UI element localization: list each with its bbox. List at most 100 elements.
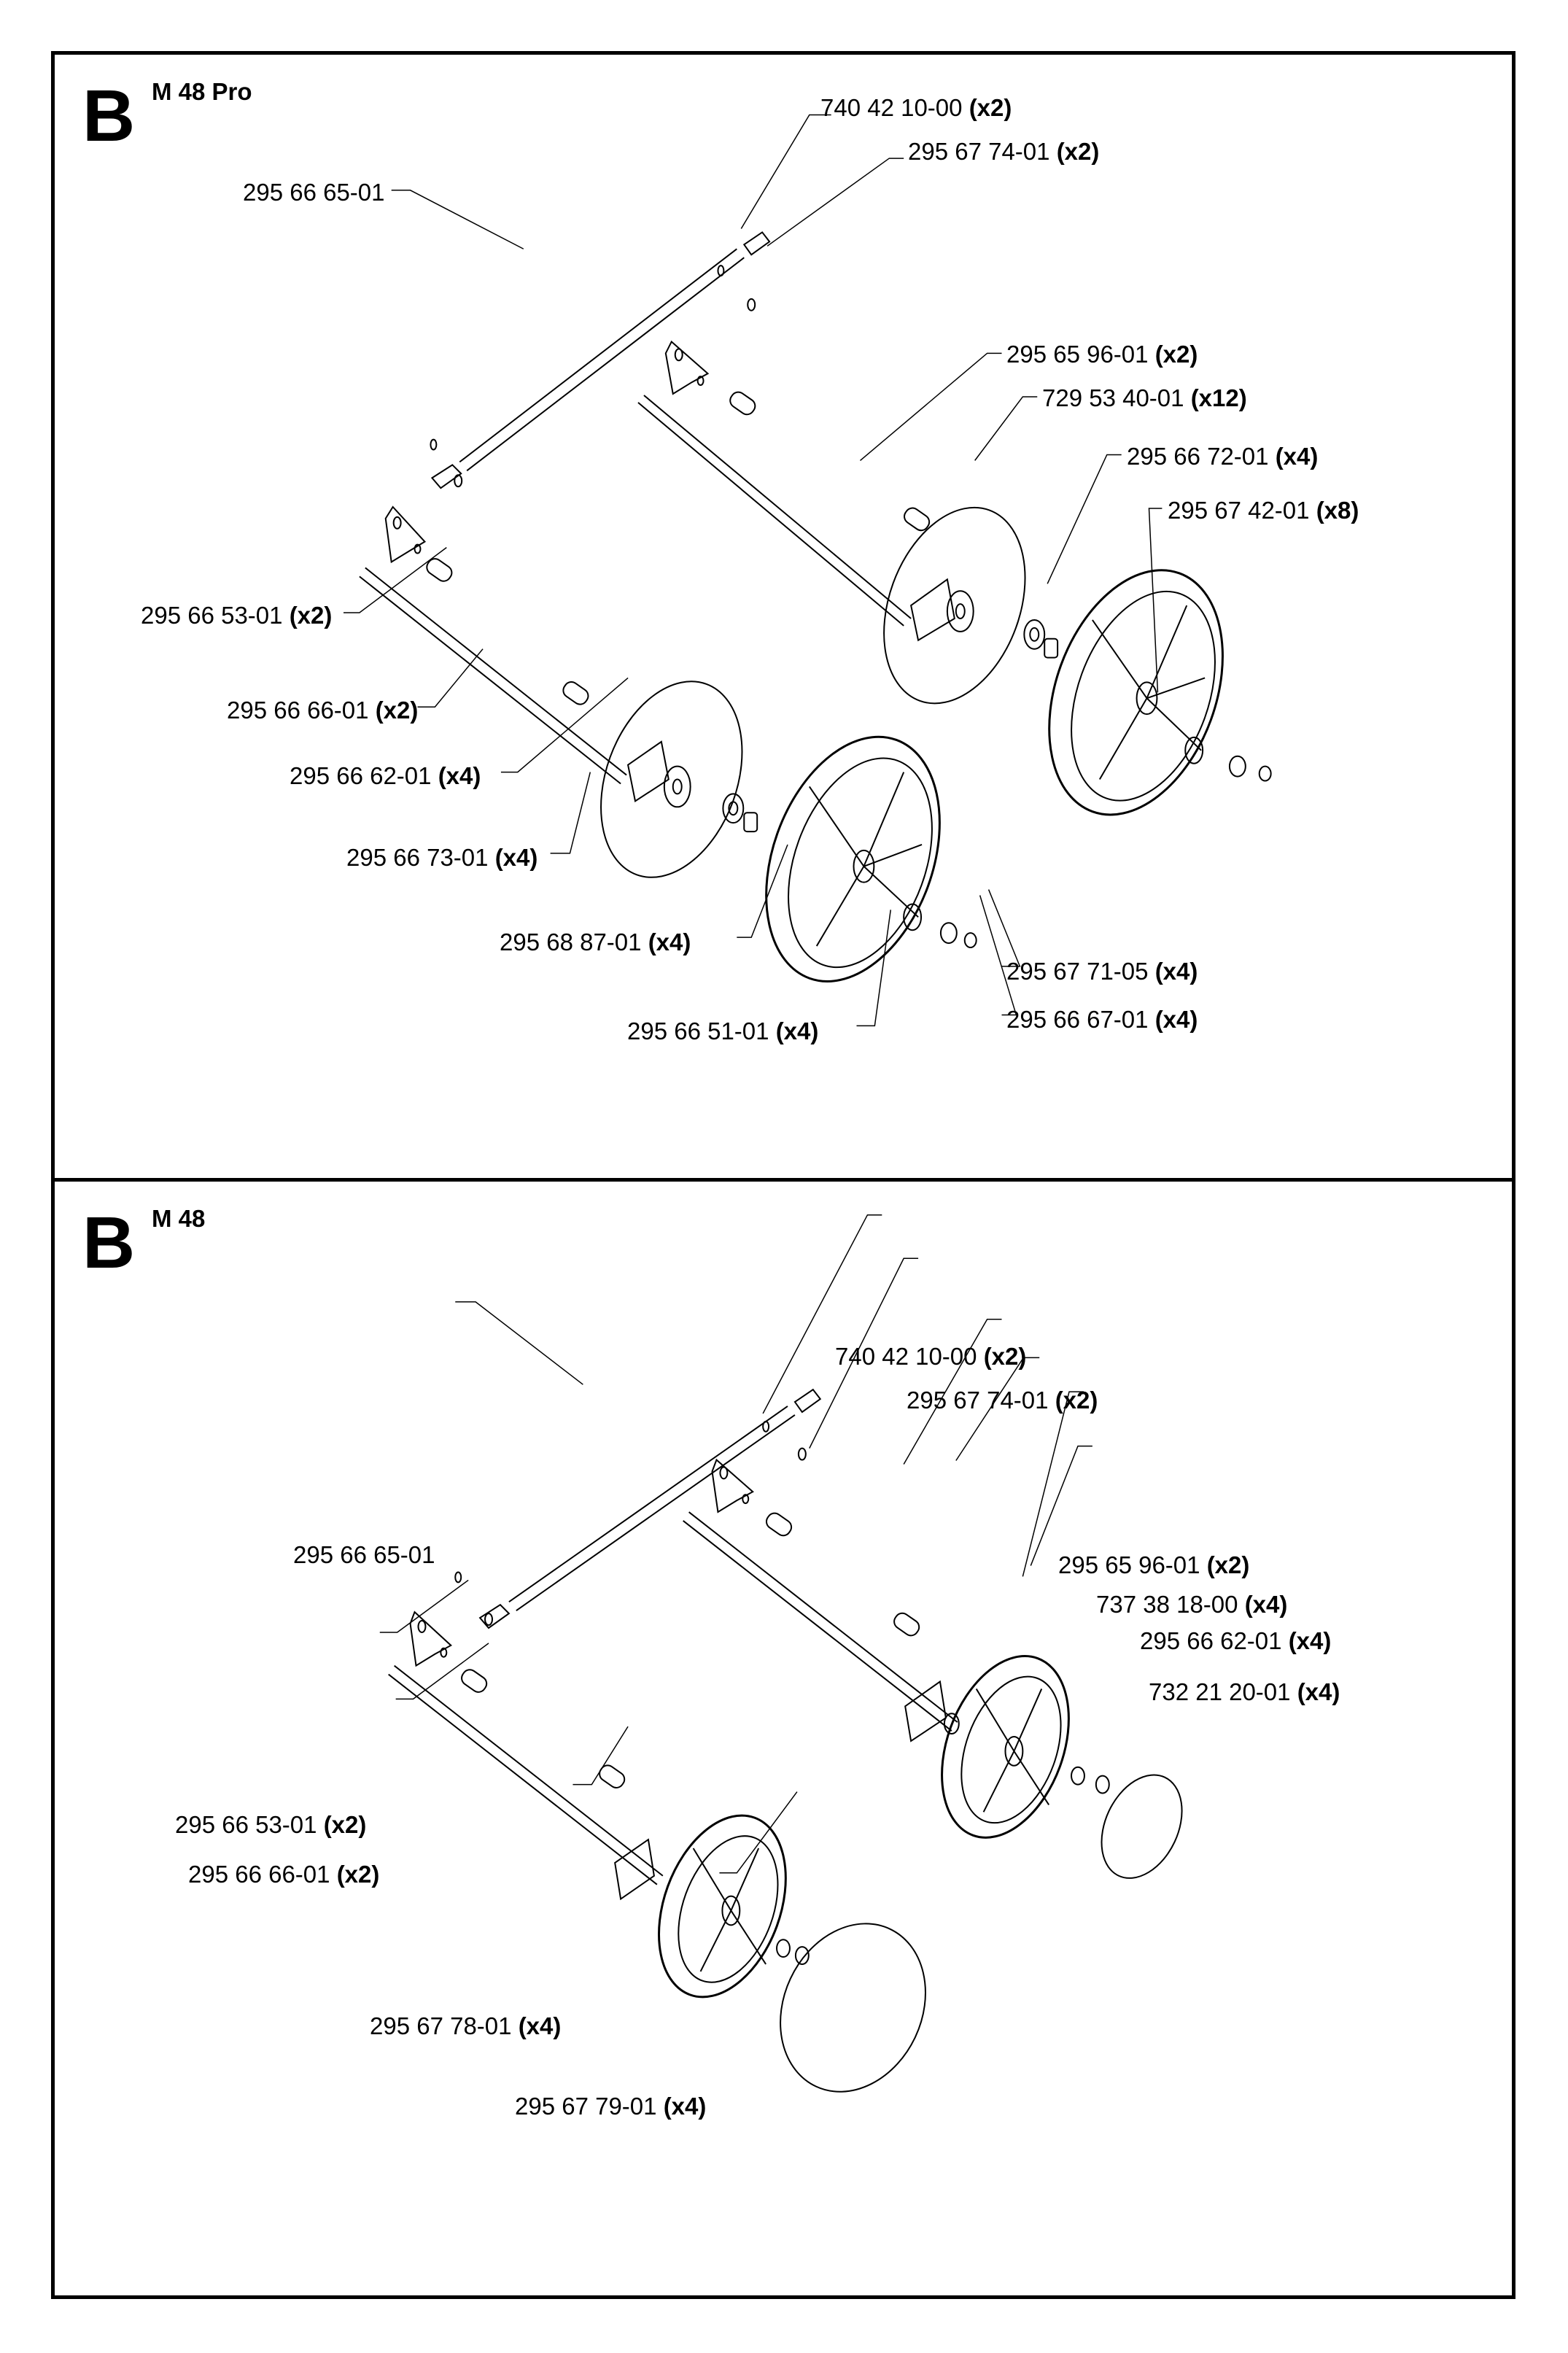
part-label[interactable]: 295 66 72-01 (x4) [1127, 444, 1318, 468]
part-number: 295 66 62-01 [290, 762, 432, 789]
part-quantity: (x2) [1056, 138, 1100, 165]
part-number: 295 67 78-01 [370, 2012, 512, 2039]
part-label[interactable]: 295 67 74-01 (x2) [907, 1388, 1098, 1412]
part-label[interactable]: 295 66 66-01 (x2) [188, 1862, 379, 1886]
part-quantity: (x12) [1190, 384, 1247, 411]
part-quantity: (x4) [1154, 1006, 1198, 1033]
model-title: M 48 Pro [152, 78, 252, 105]
handle-bar-part [455, 1389, 820, 1628]
part-quantity: (x4) [1244, 1591, 1288, 1618]
part-quantity: (x4) [438, 762, 481, 789]
part-quantity: (x4) [1288, 1627, 1332, 1654]
part-quantity: (x2) [983, 1343, 1027, 1370]
leader-lines [380, 1215, 1092, 1873]
part-quantity: (x4) [518, 2012, 562, 2039]
rear-wheel-part [918, 1638, 1092, 1855]
rear-axle-part [683, 1460, 958, 1741]
part-number: 295 66 53-01 [141, 602, 283, 629]
part-quantity: (x2) [289, 602, 333, 629]
front-hubcap-part [753, 1900, 952, 2116]
part-number: 295 67 74-01 [908, 138, 1050, 165]
part-number: 295 66 65-01 [243, 179, 385, 206]
part-number: 295 66 62-01 [1140, 1627, 1282, 1654]
section-letter: B [82, 75, 136, 157]
front-wheel-part [734, 713, 971, 1006]
part-label[interactable]: 729 53 40-01 (x12) [1042, 386, 1247, 410]
part-number: 740 42 10-00 [820, 94, 963, 121]
part-quantity: (x2) [375, 697, 419, 724]
rear-axle-part [638, 341, 955, 640]
part-label[interactable]: 295 66 66-01 (x2) [227, 698, 418, 722]
part-number: 295 66 51-01 [627, 1017, 769, 1044]
part-number: 729 53 40-01 [1042, 384, 1184, 411]
part-label[interactable]: 732 21 20-01 (x4) [1149, 1680, 1340, 1704]
part-quantity: (x2) [1206, 1551, 1250, 1578]
part-label[interactable]: 295 65 96-01 (x2) [1006, 342, 1198, 366]
part-number: 295 67 42-01 [1168, 497, 1310, 524]
part-number: 295 66 67-01 [1006, 1006, 1149, 1033]
part-quantity: (x2) [336, 1861, 380, 1888]
part-number: 295 66 66-01 [188, 1861, 330, 1888]
part-number: 740 42 10-00 [835, 1343, 977, 1370]
part-quantity: (x2) [1154, 341, 1198, 368]
part-number: 295 66 53-01 [175, 1811, 317, 1838]
part-number: 295 67 79-01 [515, 2093, 657, 2120]
part-number: 295 68 87-01 [500, 929, 642, 955]
part-quantity: (x4) [1275, 443, 1319, 470]
part-label[interactable]: 295 66 51-01 (x4) [627, 1019, 818, 1043]
rear-disc-part [858, 488, 1051, 724]
diagram-panel-m48: B M 48 [51, 1178, 1515, 2299]
part-number: 295 66 73-01 [346, 844, 489, 871]
part-quantity: (x4) [1154, 958, 1198, 985]
part-label[interactable]: 295 66 67-01 (x4) [1006, 1007, 1198, 1031]
part-label[interactable]: 740 42 10-00 (x2) [835, 1344, 1026, 1368]
rear-wheel-part [1017, 546, 1254, 840]
part-label[interactable]: 295 67 71-05 (x4) [1006, 959, 1198, 983]
part-quantity: (x4) [775, 1017, 819, 1044]
part-number: 295 66 65-01 [293, 1541, 435, 1568]
part-label[interactable]: 295 67 42-01 (x8) [1168, 498, 1359, 522]
exploded-view-drawing [55, 55, 1512, 1178]
part-label[interactable]: 295 67 74-01 (x2) [908, 139, 1099, 163]
section-letter: B [82, 1202, 136, 1284]
part-number: 295 66 66-01 [227, 697, 369, 724]
part-quantity: (x2) [1055, 1387, 1098, 1414]
model-title: M 48 [152, 1205, 206, 1232]
front-wheel-part [635, 1798, 809, 2015]
front-axle-part [360, 507, 669, 801]
part-label[interactable]: 295 66 62-01 (x4) [1140, 1629, 1331, 1653]
part-label[interactable]: 295 66 53-01 (x2) [141, 603, 332, 627]
part-number: 295 67 71-05 [1006, 958, 1149, 985]
part-number: 295 65 96-01 [1058, 1551, 1200, 1578]
part-label[interactable]: 295 66 62-01 (x4) [290, 764, 481, 788]
diagram-panel-m48-pro: B M 48 Pro [51, 51, 1515, 1182]
part-number: 732 21 20-01 [1149, 1678, 1291, 1705]
part-label[interactable]: 295 67 78-01 (x4) [370, 2014, 561, 2038]
part-quantity: (x4) [663, 2093, 707, 2120]
exploded-view-drawing [55, 1182, 1512, 2295]
part-number: 737 38 18-00 [1096, 1591, 1238, 1618]
part-label[interactable]: 295 66 73-01 (x4) [346, 845, 537, 869]
part-quantity: (x4) [1297, 1678, 1340, 1705]
part-label[interactable]: 295 66 53-01 (x2) [175, 1813, 366, 1837]
part-label[interactable]: 295 66 65-01 [293, 1543, 435, 1567]
part-quantity: (x2) [969, 94, 1012, 121]
front-disc-part [575, 662, 768, 897]
part-label[interactable]: 737 38 18-00 (x4) [1096, 1592, 1287, 1616]
handle-bar-part [430, 232, 769, 488]
part-label[interactable]: 295 66 65-01 [243, 180, 385, 204]
part-number: 295 65 96-01 [1006, 341, 1149, 368]
part-label[interactable]: 740 42 10-00 (x2) [820, 96, 1012, 120]
front-axle-part [389, 1612, 663, 1899]
part-number: 295 66 72-01 [1127, 443, 1269, 470]
part-quantity: (x8) [1316, 497, 1359, 524]
part-number: 295 67 74-01 [907, 1387, 1049, 1414]
part-quantity: (x4) [494, 844, 538, 871]
part-quantity: (x2) [323, 1811, 367, 1838]
part-label[interactable]: 295 67 79-01 (x4) [515, 2094, 706, 2118]
part-label[interactable]: 295 65 96-01 (x2) [1058, 1553, 1249, 1577]
rear-hubcap-part [1086, 1762, 1198, 1891]
part-quantity: (x4) [648, 929, 691, 955]
leader-lines [344, 115, 1162, 1026]
part-label[interactable]: 295 68 87-01 (x4) [500, 930, 691, 954]
